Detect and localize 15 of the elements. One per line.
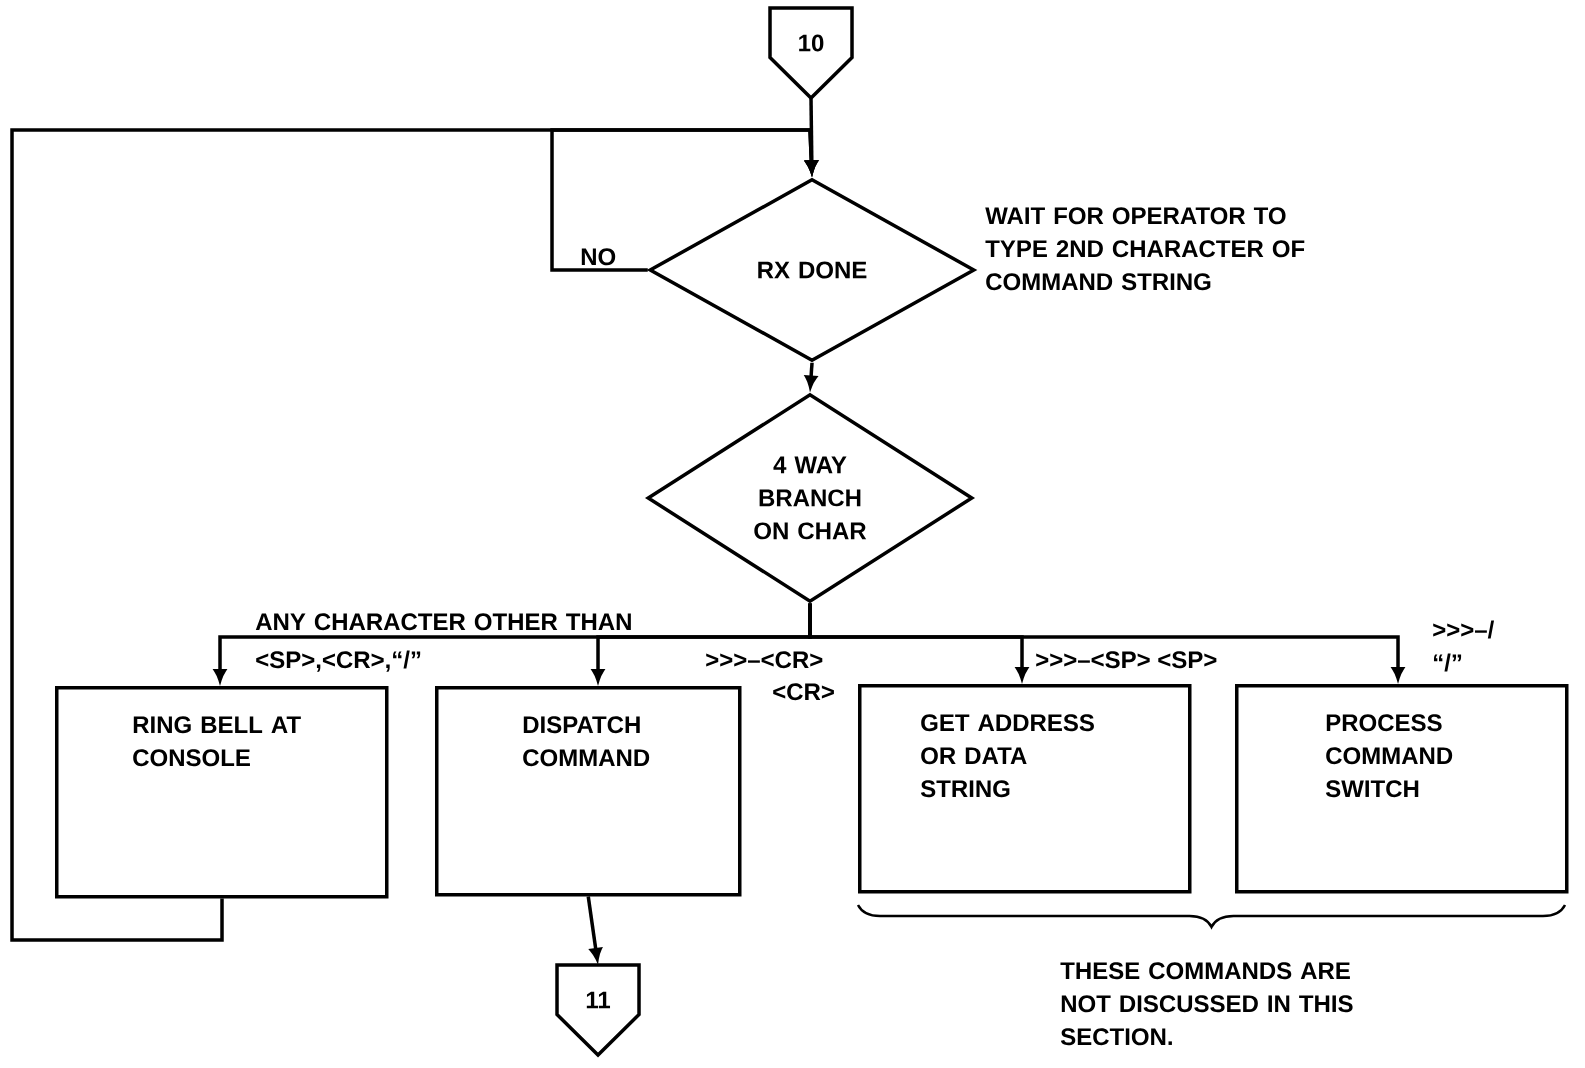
off-page-connector: 10 bbox=[768, 6, 854, 101]
note-text: THESE COMMANDS ARE NOT DISCUSSED IN THIS SECTION. bbox=[1060, 962, 1353, 1046]
edge-label: >>>–/ “/” bbox=[1433, 620, 1495, 672]
process-box: DISPATCH COMMAND bbox=[435, 686, 742, 897]
edge-label: >>>–<CR> bbox=[706, 651, 823, 669]
process-box: PROCESS COMMAND SWITCH bbox=[1235, 684, 1569, 894]
arrow bbox=[10, 128, 818, 942]
process-box: RING BELL AT CONSOLE bbox=[55, 686, 389, 899]
label-text: <CR> bbox=[773, 683, 834, 701]
edge-label: ANY CHARACTER OTHER THAN <SP>,<CR>,“/” bbox=[255, 613, 631, 672]
edge-label: >>>–<SP> <SP> bbox=[1036, 651, 1217, 669]
edge-label: NO bbox=[578, 246, 619, 268]
process-box: GET ADDRESS OR DATA STRING bbox=[858, 684, 1192, 894]
off-page-connector: 11 bbox=[555, 963, 641, 1058]
note-text: WAIT FOR OPERATOR TO TYPE 2ND CHARACTER OF COMMAND STRING bbox=[985, 207, 1305, 291]
